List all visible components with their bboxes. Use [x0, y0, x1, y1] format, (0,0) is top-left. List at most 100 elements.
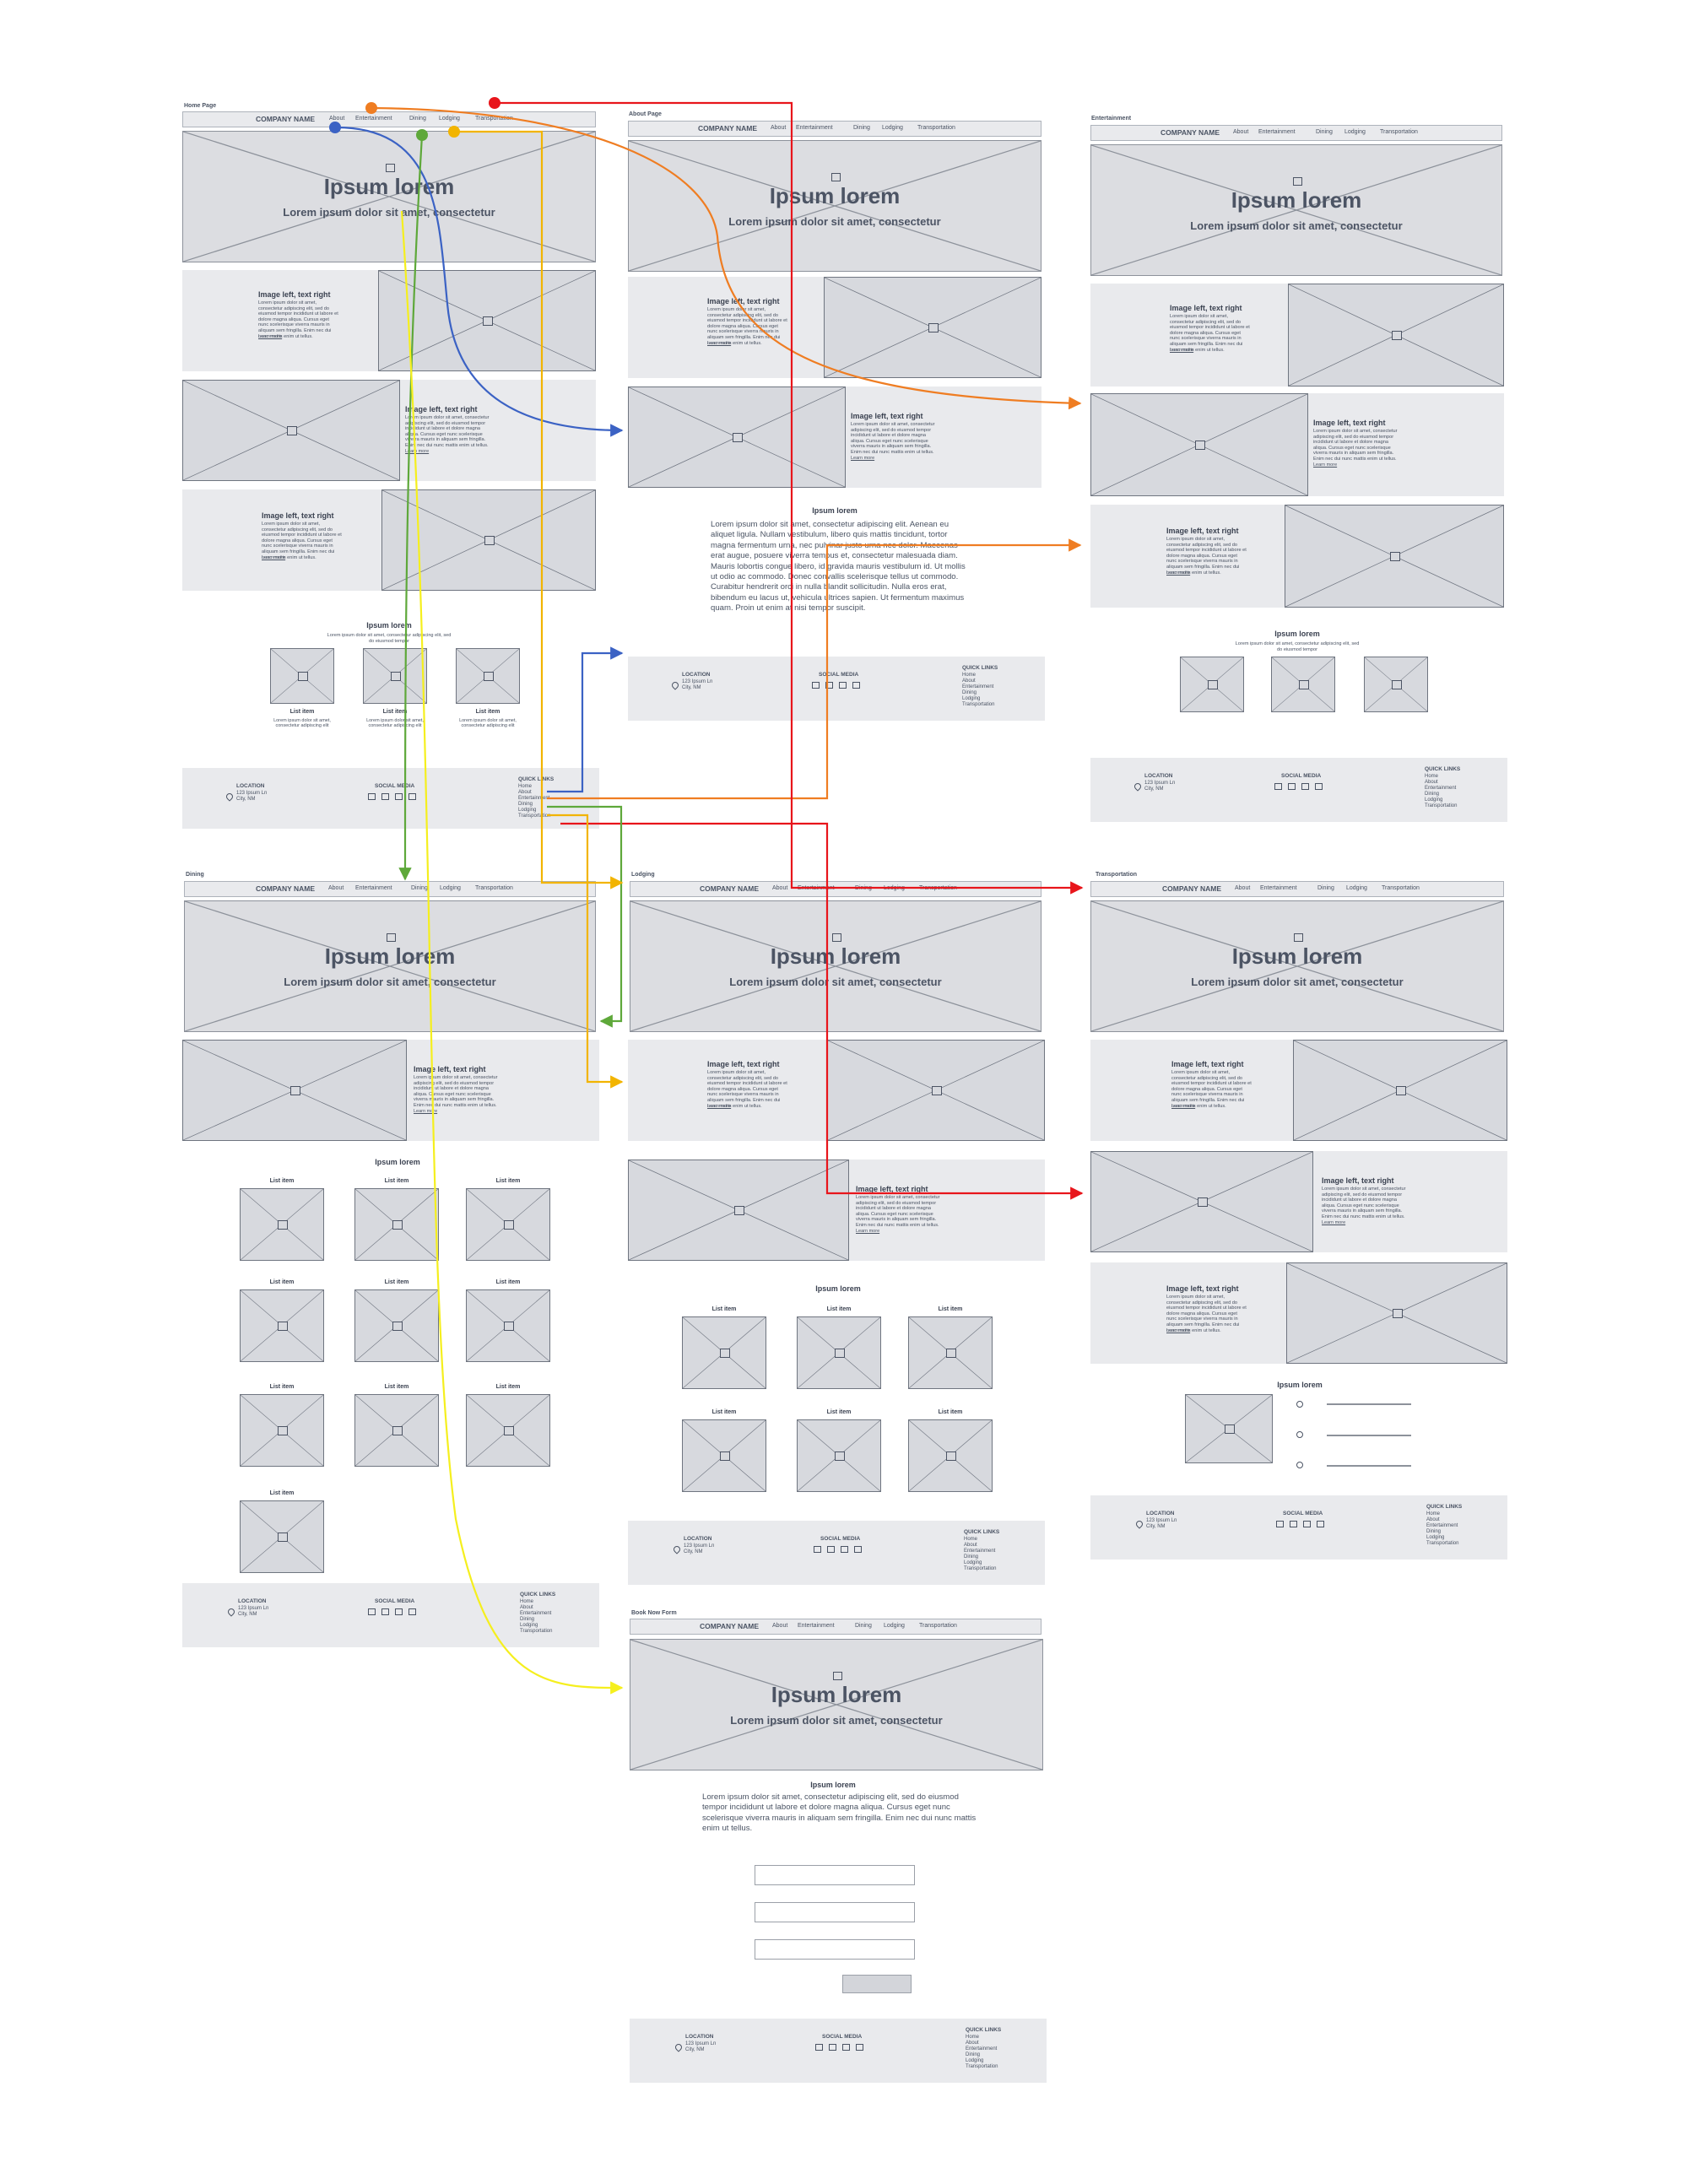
quick-link-about[interactable]: About: [962, 678, 976, 684]
quick-link-dining[interactable]: Dining: [964, 1554, 979, 1560]
quick-link-lodging[interactable]: Lodging: [520, 1623, 538, 1628]
nav-link-lodging[interactable]: Lodging: [440, 885, 461, 891]
nav-link-about[interactable]: About: [772, 1623, 788, 1629]
learn-more-link[interactable]: Learn more: [414, 1109, 438, 1114]
quick-link-dining[interactable]: Dining: [962, 690, 977, 695]
nav-link-lodging[interactable]: Lodging: [884, 1623, 905, 1629]
learn-more-link[interactable]: Learn more: [405, 449, 430, 454]
nav-link-transportation[interactable]: Transportation: [1380, 129, 1418, 135]
nav-link-about[interactable]: About: [329, 116, 345, 122]
social-icon[interactable]: [854, 1546, 862, 1553]
quick-link-dining[interactable]: Dining: [1426, 1529, 1442, 1534]
quick-link-dining[interactable]: Dining: [520, 1617, 535, 1622]
social-icon[interactable]: [1276, 1521, 1284, 1527]
nav-link-entertainment[interactable]: Entertainment: [798, 885, 835, 891]
quick-link-home[interactable]: Home: [964, 1537, 978, 1542]
nav-link-dining[interactable]: Dining: [409, 116, 426, 122]
nav-link-entertainment[interactable]: Entertainment: [798, 1623, 835, 1629]
nav-link-entertainment[interactable]: Entertainment: [355, 116, 392, 122]
quick-link-transportation[interactable]: Transportation: [1426, 1541, 1459, 1546]
nav-link-transportation[interactable]: Transportation: [475, 116, 513, 122]
nav-link-about[interactable]: About: [1235, 885, 1251, 891]
social-icon[interactable]: [839, 682, 847, 689]
quick-link-entertainment[interactable]: Entertainment: [518, 796, 550, 801]
quick-link-transportation[interactable]: Transportation: [520, 1629, 553, 1634]
quick-link-transportation[interactable]: Transportation: [1425, 803, 1458, 808]
nav-link-about[interactable]: About: [772, 885, 788, 891]
nav-link-transportation[interactable]: Transportation: [919, 885, 957, 891]
social-icon[interactable]: [381, 793, 389, 800]
social-icon[interactable]: [1315, 783, 1323, 790]
quick-link-dining[interactable]: Dining: [966, 2052, 981, 2057]
quick-link-lodging[interactable]: Lodging: [962, 696, 981, 701]
social-icon[interactable]: [408, 793, 416, 800]
nav-link-lodging[interactable]: Lodging: [882, 125, 903, 131]
nav-link-transportation[interactable]: Transportation: [1382, 885, 1420, 891]
quick-link-home[interactable]: Home: [1425, 774, 1439, 779]
social-icon[interactable]: [829, 2044, 836, 2051]
nav-link-dining[interactable]: Dining: [853, 125, 870, 131]
quick-link-transportation[interactable]: Transportation: [962, 702, 995, 707]
quick-link-transportation[interactable]: Transportation: [518, 814, 551, 819]
learn-more-link[interactable]: Learn more: [1313, 462, 1338, 468]
nav-link-lodging[interactable]: Lodging: [884, 885, 905, 891]
learn-more-link[interactable]: Learn more: [1322, 1220, 1346, 1225]
quick-link-lodging[interactable]: Lodging: [964, 1560, 982, 1565]
quick-link-about[interactable]: About: [518, 790, 532, 795]
social-icon[interactable]: [827, 1546, 835, 1553]
nav-link-dining[interactable]: Dining: [1316, 129, 1333, 135]
nav-brand[interactable]: COMPANY NAME: [256, 115, 316, 123]
nav-brand[interactable]: COMPANY NAME: [698, 124, 758, 132]
social-icon[interactable]: [408, 1608, 416, 1615]
nav-link-dining[interactable]: Dining: [855, 885, 872, 891]
quick-link-entertainment[interactable]: Entertainment: [962, 684, 994, 689]
quick-link-lodging[interactable]: Lodging: [1426, 1535, 1445, 1540]
nav-brand[interactable]: COMPANY NAME: [1162, 884, 1222, 893]
quick-link-about[interactable]: About: [1425, 780, 1438, 785]
form-input-2[interactable]: [755, 1902, 915, 1922]
quick-link-dining[interactable]: Dining: [1425, 792, 1440, 797]
nav-link-dining[interactable]: Dining: [411, 885, 428, 891]
social-icon[interactable]: [825, 682, 833, 689]
learn-more-link[interactable]: Learn more: [1171, 1104, 1196, 1109]
quick-link-lodging[interactable]: Lodging: [1425, 797, 1443, 803]
nav-link-about[interactable]: About: [328, 885, 344, 891]
learn-more-link[interactable]: Learn more: [856, 1229, 880, 1234]
learn-more-link[interactable]: Learn more: [1166, 570, 1191, 576]
nav-link-entertainment[interactable]: Entertainment: [1260, 885, 1297, 891]
social-icon[interactable]: [368, 793, 376, 800]
nav-brand[interactable]: COMPANY NAME: [700, 884, 760, 893]
quick-link-entertainment[interactable]: Entertainment: [1426, 1523, 1458, 1528]
quick-link-transportation[interactable]: Transportation: [964, 1566, 997, 1571]
social-icon[interactable]: [1288, 783, 1296, 790]
quick-link-lodging[interactable]: Lodging: [518, 808, 537, 813]
quick-link-home[interactable]: Home: [1426, 1511, 1441, 1516]
form-input-3[interactable]: [755, 1939, 915, 1960]
quick-link-lodging[interactable]: Lodging: [966, 2058, 984, 2063]
quick-link-about[interactable]: About: [520, 1605, 533, 1610]
quick-link-home[interactable]: Home: [966, 2035, 980, 2040]
social-icon[interactable]: [841, 1546, 848, 1553]
quick-link-entertainment[interactable]: Entertainment: [520, 1611, 552, 1616]
nav-link-lodging[interactable]: Lodging: [439, 116, 460, 122]
nav-link-entertainment[interactable]: Entertainment: [796, 125, 833, 131]
learn-more-link[interactable]: Learn more: [851, 456, 875, 461]
quick-link-about[interactable]: About: [966, 2041, 979, 2046]
quick-link-home[interactable]: Home: [520, 1599, 534, 1604]
quick-link-entertainment[interactable]: Entertainment: [1425, 786, 1457, 791]
social-icon[interactable]: [842, 2044, 850, 2051]
quick-link-home[interactable]: Home: [518, 784, 533, 789]
social-icon[interactable]: [812, 682, 820, 689]
social-icon[interactable]: [368, 1608, 376, 1615]
form-input-1[interactable]: [755, 1865, 915, 1885]
nav-link-about[interactable]: About: [771, 125, 787, 131]
quick-link-entertainment[interactable]: Entertainment: [964, 1549, 996, 1554]
social-icon[interactable]: [1301, 783, 1309, 790]
submit-button[interactable]: [842, 1975, 912, 1993]
quick-link-entertainment[interactable]: Entertainment: [966, 2046, 998, 2052]
social-icon[interactable]: [1274, 783, 1282, 790]
quick-link-about[interactable]: About: [1426, 1517, 1440, 1522]
nav-link-about[interactable]: About: [1233, 129, 1249, 135]
learn-more-link[interactable]: Learn more: [258, 334, 283, 339]
social-icon[interactable]: [381, 1608, 389, 1615]
